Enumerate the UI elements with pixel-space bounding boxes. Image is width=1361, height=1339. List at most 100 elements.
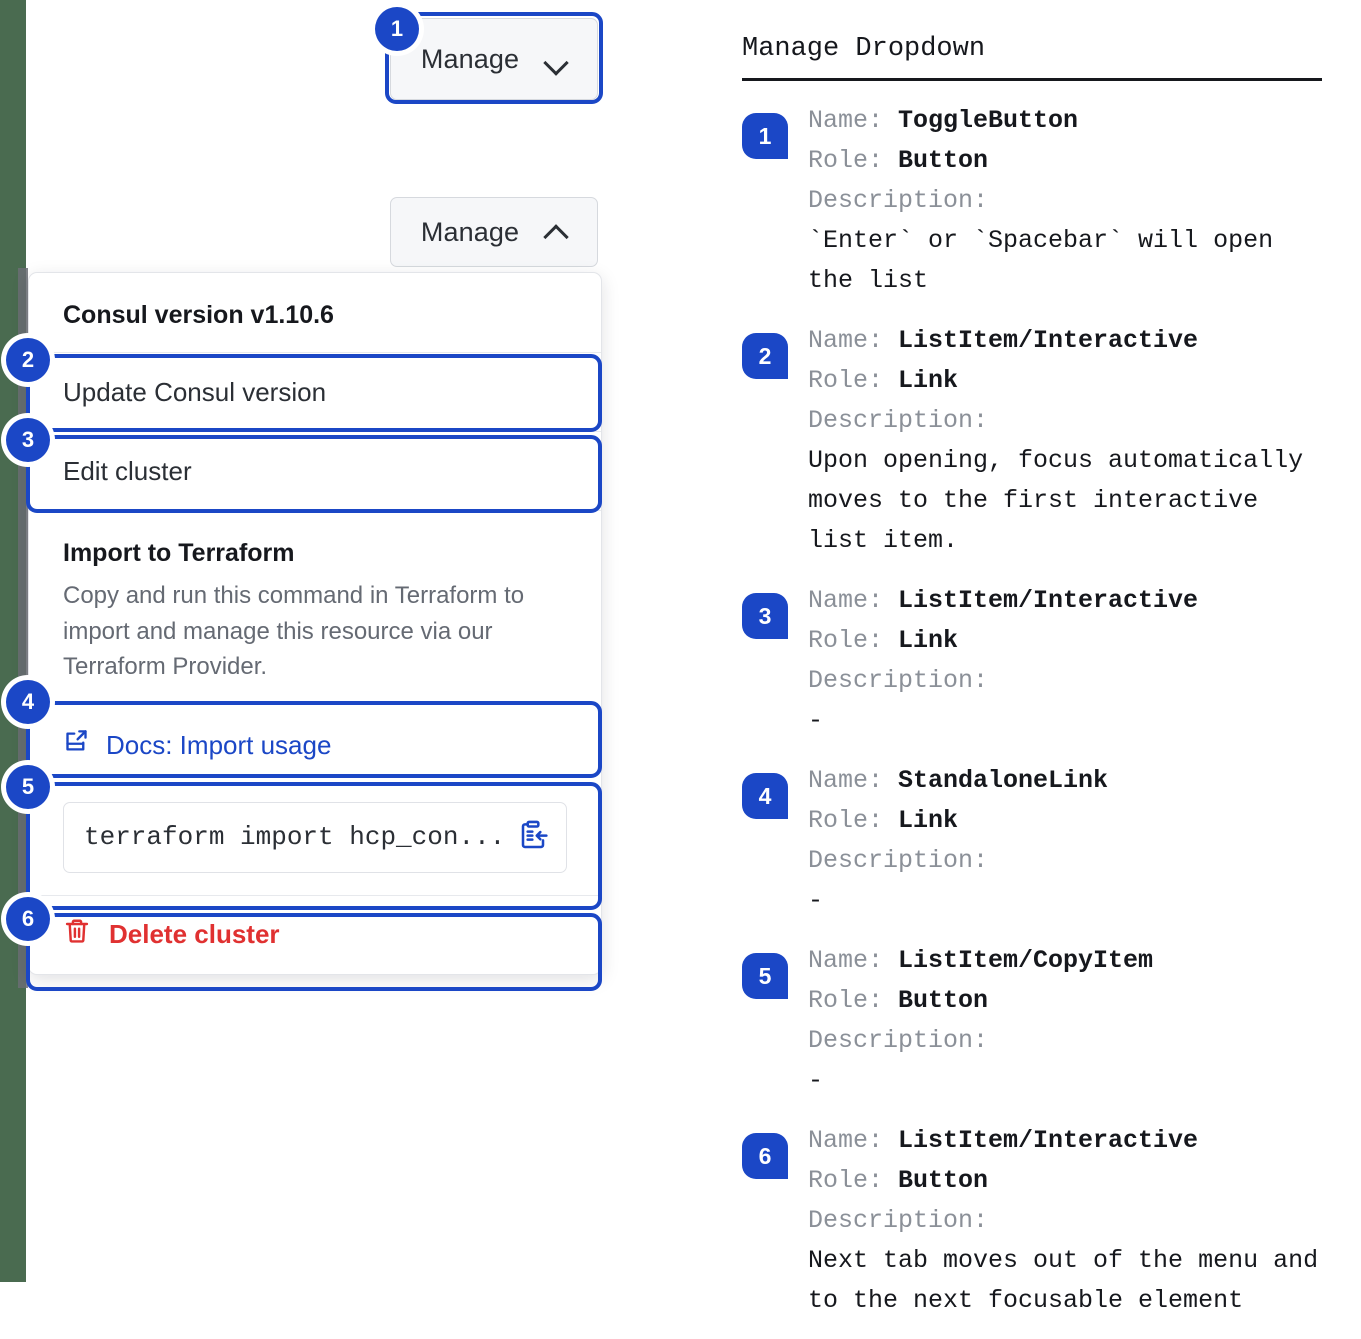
divider bbox=[29, 352, 601, 353]
legend-description-value: - bbox=[808, 706, 824, 735]
terraform-command-wrapper: terraform import hcp_con... bbox=[29, 784, 601, 895]
legend-description-label: Description: bbox=[808, 1206, 989, 1235]
divider bbox=[29, 894, 601, 896]
legend-role-value: Link bbox=[898, 366, 959, 395]
legend-name-label: Name: bbox=[808, 586, 899, 615]
legend-name-row: Name: StandaloneLink bbox=[808, 761, 1108, 801]
manage-button-label-open: Manage bbox=[420, 216, 520, 247]
callout-badge-5: 5 bbox=[6, 765, 50, 809]
callout-badge-1: 1 bbox=[375, 7, 419, 51]
legend-name-row: Name: ListItem/CopyItem bbox=[808, 941, 1153, 981]
legend-name-value: ListItem/Interactive bbox=[898, 586, 1199, 615]
callout-badge-4: 4 bbox=[6, 680, 50, 724]
legend-badge-2: 2 bbox=[742, 333, 788, 379]
legend-role-row: Role: Link bbox=[808, 801, 1108, 841]
manage-toggle-button-closed[interactable]: Manage bbox=[390, 18, 598, 100]
legend-description-value: - bbox=[808, 1066, 824, 1095]
consul-version-header: Consul version v1.10.6 bbox=[63, 301, 334, 329]
legend-description-value: `Enter` or `Spacebar` will open the list bbox=[808, 226, 1274, 295]
legend-role-value: Button bbox=[898, 1166, 989, 1195]
docs-link-label: Docs: Import usage bbox=[106, 729, 332, 760]
rail-shadow-overlay bbox=[18, 268, 28, 988]
legend-role-label: Role: bbox=[808, 806, 899, 835]
legend-name-row: Name: ListItem/Interactive bbox=[808, 1121, 1318, 1161]
legend-role-label: Role: bbox=[808, 366, 899, 395]
legend-role-value: Link bbox=[898, 626, 959, 655]
legend-description-row: Description: bbox=[808, 1201, 1318, 1241]
legend-description-row: Description: bbox=[808, 181, 1273, 221]
legend-badge-3: 3 bbox=[742, 593, 788, 639]
import-to-terraform-title: Import to Terraform bbox=[63, 539, 295, 567]
manage-dropdown-menu: Consul version v1.10.6 Update Consul ver… bbox=[28, 272, 602, 975]
legend-badge-4: 4 bbox=[742, 773, 788, 819]
legend-role-label: Role: bbox=[808, 1166, 899, 1195]
legend-role-label: Role: bbox=[808, 626, 899, 655]
chevron-up-icon bbox=[545, 226, 567, 239]
trash-icon bbox=[63, 917, 91, 952]
legend-description-value: Upon opening, focus automatically moves … bbox=[808, 446, 1304, 555]
legend-description-row: Description: bbox=[808, 401, 1303, 441]
chevron-down-icon bbox=[545, 53, 567, 66]
manage-toggle-button-open[interactable]: Manage bbox=[390, 197, 598, 267]
external-link-icon bbox=[63, 728, 90, 762]
callout-badge-3: 3 bbox=[6, 418, 50, 462]
legend-name-value: ListItem/Interactive bbox=[898, 326, 1199, 355]
legend-role-label: Role: bbox=[808, 146, 899, 175]
legend-name-value: ToggleButton bbox=[898, 106, 1079, 135]
legend-name-row: Name: ToggleButton bbox=[808, 101, 1273, 141]
menu-item-delete-cluster[interactable]: Delete cluster bbox=[29, 896, 601, 974]
legend-role-value: Button bbox=[898, 146, 989, 175]
legend-name-value: StandaloneLink bbox=[898, 766, 1109, 795]
terraform-command-copy-box[interactable]: terraform import hcp_con... bbox=[63, 801, 567, 873]
legend-name-label: Name: bbox=[808, 1126, 899, 1155]
legend-title: Manage Dropdown bbox=[742, 34, 986, 64]
legend-description-value: - bbox=[808, 886, 824, 915]
legend-role-row: Role: Link bbox=[808, 621, 1198, 661]
legend-description-label: Description: bbox=[808, 406, 989, 435]
legend-badge-1: 1 bbox=[742, 113, 788, 159]
legend-name-label: Name: bbox=[808, 106, 899, 135]
legend-description-value: Next tab moves out of the menu and to th… bbox=[808, 1246, 1319, 1315]
legend-description-row: Description: bbox=[808, 661, 1198, 701]
menu-item-edit-cluster[interactable]: Edit cluster bbox=[63, 455, 192, 486]
legend-description-label: Description: bbox=[808, 1026, 989, 1055]
copy-to-clipboard-icon[interactable] bbox=[517, 819, 549, 856]
legend-name-value: ListItem/Interactive bbox=[898, 1126, 1199, 1155]
legend-name-row: Name: ListItem/Interactive bbox=[808, 581, 1198, 621]
manage-button-label: Manage bbox=[420, 43, 520, 74]
legend-role-row: Role: Link bbox=[808, 361, 1303, 401]
terraform-command-text: terraform import hcp_con... bbox=[84, 822, 506, 853]
menu-item-docs-import-usage[interactable]: Docs: Import usage bbox=[29, 707, 601, 784]
left-edge-rail bbox=[0, 0, 28, 1282]
import-to-terraform-body: Copy and run this command in Terraform t… bbox=[63, 582, 525, 681]
legend-description-label: Description: bbox=[808, 846, 989, 875]
legend-description-row: Description: bbox=[808, 1021, 1153, 1061]
legend-name-row: Name: ListItem/Interactive bbox=[808, 321, 1303, 361]
legend-role-label: Role: bbox=[808, 986, 899, 1015]
legend-name-label: Name: bbox=[808, 326, 899, 355]
legend-badge-5: 5 bbox=[742, 953, 788, 999]
legend-badge-6: 6 bbox=[742, 1133, 788, 1179]
legend-divider bbox=[742, 78, 1322, 81]
callout-badge-6: 6 bbox=[6, 897, 50, 941]
legend-description-label: Description: bbox=[808, 666, 989, 695]
delete-cluster-label: Delete cluster bbox=[109, 919, 280, 950]
legend-name-label: Name: bbox=[808, 766, 899, 795]
menu-item-update-consul-version[interactable]: Update Consul version bbox=[63, 376, 327, 407]
legend-name-value: ListItem/CopyItem bbox=[898, 946, 1154, 975]
legend-description-label: Description: bbox=[808, 186, 989, 215]
legend-name-label: Name: bbox=[808, 946, 899, 975]
legend-description-row: Description: bbox=[808, 841, 1108, 881]
